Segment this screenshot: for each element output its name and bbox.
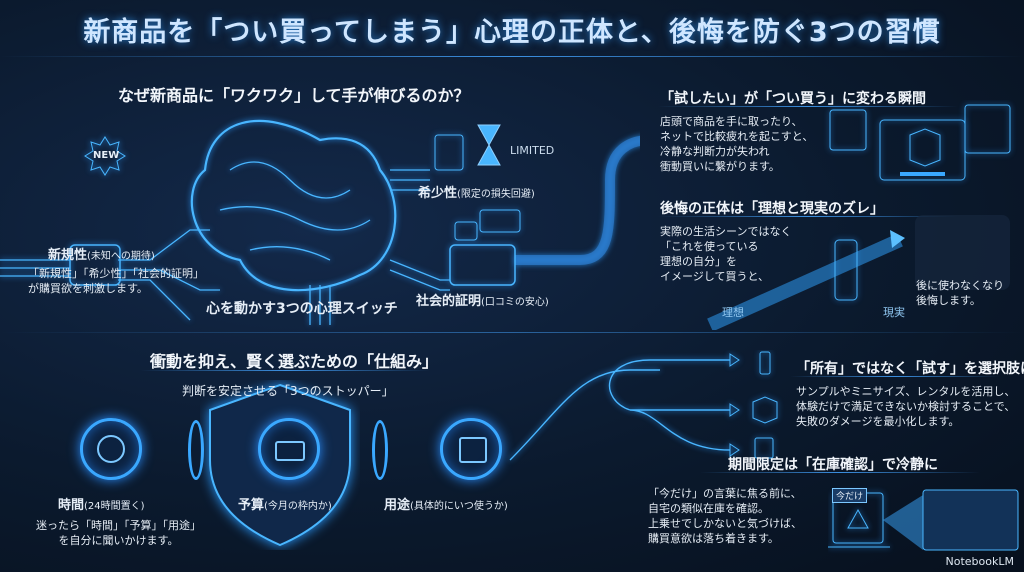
social-proof-label: 社会的証明(口コミの安心) <box>416 294 549 309</box>
novelty-label: 新規性(未知への期待) <box>48 248 155 263</box>
section1-heading: なぜ新商品に「ワクワク」して手が伸びるのか？ <box>118 86 470 105</box>
stopper-ring-icon <box>188 420 204 480</box>
trial-heading: 「所有」ではなく「試す」を選択肢に <box>796 361 1024 377</box>
budget-label: 予算(今月の枠内か) <box>238 498 332 513</box>
divider <box>790 376 1000 377</box>
hourglass-icon <box>477 124 501 166</box>
shopping-screen-illustration <box>829 104 1011 181</box>
limited-badge: LIMITED <box>510 144 555 157</box>
divider <box>0 56 1024 57</box>
clock-pause-icon <box>80 418 142 480</box>
warning-icon <box>847 508 869 529</box>
reality-label: 現実 <box>883 306 905 319</box>
time-label: 時間(24時間置く) <box>58 498 145 513</box>
new-badge-icon <box>84 136 126 176</box>
scarcity-label: 希少性(限定の損失回避) <box>418 186 535 201</box>
divider <box>658 216 958 217</box>
trial-text: サンプルやミニサイズ、レンタルを活用し、 体験だけで満足できないか検討することで… <box>796 385 1016 428</box>
box-icon <box>752 396 778 424</box>
brain-caption: 心を動かす3つの心理スイッチ <box>206 301 398 317</box>
brain-circuit-illustration <box>0 119 640 325</box>
new-badge: NEW <box>93 150 120 161</box>
divider <box>658 106 958 107</box>
section2-heading: 衝動を抑え、賢く選ぶための「仕組み」 <box>150 352 439 371</box>
limited-text: 「今だけ」の言葉に焦る前に、 自宅の類似在庫を確認。 上乗せでしかないと気づけば… <box>648 487 802 545</box>
user-review-icon <box>454 221 478 241</box>
stopper-ring-icon <box>372 420 388 480</box>
chip-icon <box>434 134 464 171</box>
regret-heading: 後悔の正体は「理想と現実のズレ」 <box>660 201 884 217</box>
regret-after-text: 後に使わなくなり 後悔します。 <box>916 279 1004 307</box>
ideal-label: 理想 <box>722 306 744 319</box>
limited-heading: 期間限定は「在庫確認」で冷静に <box>728 457 938 473</box>
moment-text: 店頭で商品を手に取ったり、 ネットで比較疲れを起こすと、 冷静な判断力が失われ … <box>660 115 814 173</box>
novelty-description: 「新規性」「希少性」「社会的証明」 が購買欲を刺激します。 <box>28 267 204 295</box>
ideal-vs-reality-illustration <box>707 215 1010 330</box>
card-coins-icon <box>258 418 320 480</box>
regret-text: 実際の生活シーンではなく 「これを使っている 理想の自分」を イメージして買うと… <box>660 225 792 283</box>
branching-options-illustration <box>509 351 778 461</box>
section2-subheading: 判断を安定させる「3つのストッパー」 <box>182 384 394 398</box>
speech-bubble-icon <box>479 209 521 233</box>
use-label: 用途(具体的にいつ使うか) <box>384 498 508 513</box>
time-description: 迷ったら「時間」「予算」「用途」 を自分に聞いかけます。 <box>36 519 201 547</box>
page-title: 新商品を「つい買ってしまう」心理の正体と、後悔を防ぐ3つの習慣 <box>83 17 941 48</box>
notebooklm-logo: NotebookLM <box>945 555 1014 568</box>
calendar-clock-icon <box>440 418 502 480</box>
moment-heading: 「試したい」が「つい買う」に変わる瞬間 <box>660 91 926 107</box>
document-clock-icon <box>754 437 774 459</box>
now-only-tag: 今だけ <box>832 488 868 503</box>
laptop-stock-illustration <box>828 489 1019 551</box>
bottle-icon <box>759 351 771 375</box>
divider <box>140 370 430 371</box>
switch-icon <box>449 244 516 286</box>
switch-icon <box>69 244 121 286</box>
divider <box>0 332 1024 333</box>
divider <box>700 472 980 473</box>
